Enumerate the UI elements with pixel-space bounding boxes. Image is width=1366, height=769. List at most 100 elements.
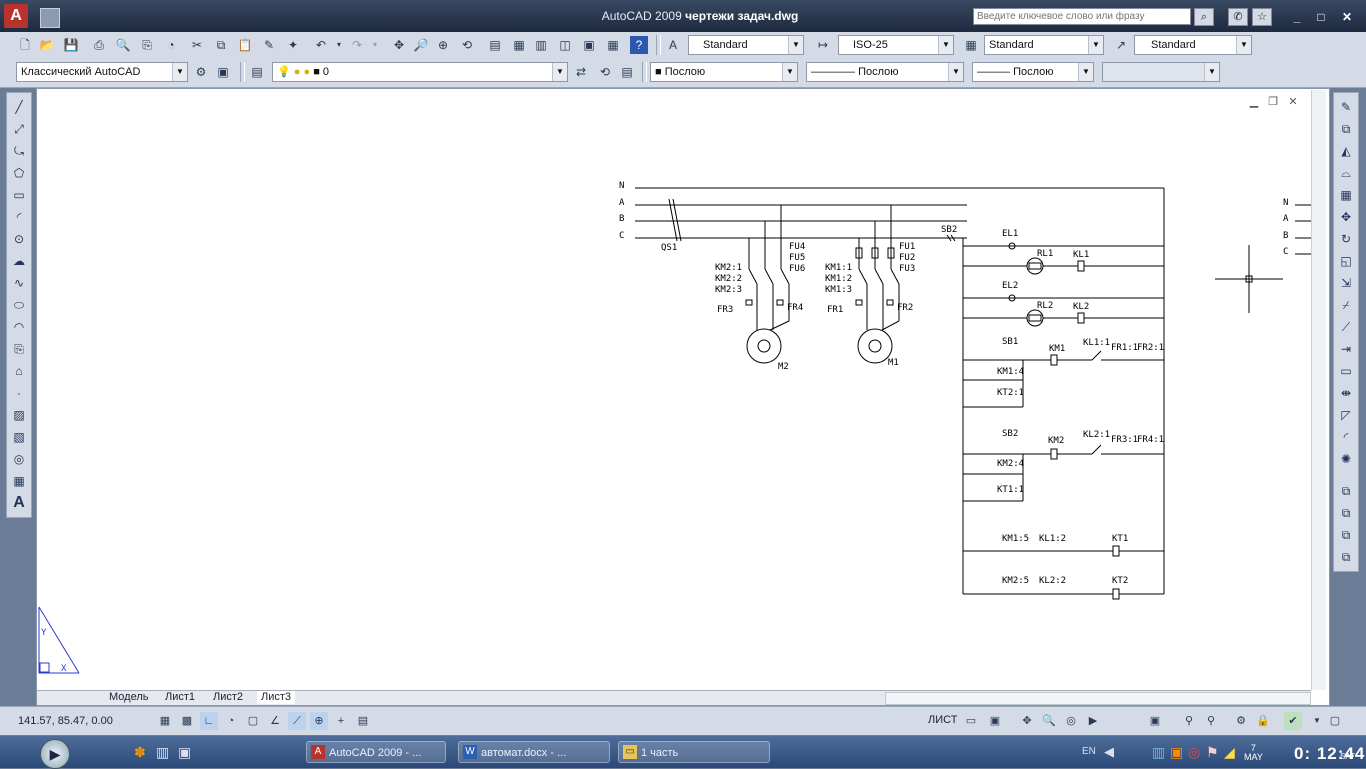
send-to-back-icon[interactable]: ⧉ [1341, 528, 1351, 542]
save-icon[interactable]: 💾 [63, 38, 79, 52]
tray-app-icon[interactable]: ◎ [1188, 744, 1201, 760]
multiline-text-icon[interactable]: A [13, 494, 25, 511]
tab-sheet2[interactable]: Лист2 [213, 691, 244, 703]
new-file-icon[interactable]: 🗋 [20, 38, 30, 52]
stretch-icon[interactable]: ⇲ [1340, 276, 1352, 290]
sheet-set-icon[interactable]: ◫ [559, 38, 571, 52]
help-search-input[interactable] [973, 8, 1191, 25]
design-center-icon[interactable]: ▦ [513, 38, 525, 52]
start-button[interactable]: ▶ [40, 739, 70, 769]
polyline-icon[interactable]: ⤿ [14, 144, 24, 158]
zoom-realtime-icon[interactable]: 🔎 [413, 38, 429, 52]
point-icon[interactable]: · [17, 386, 21, 400]
scale-icon[interactable]: ◱ [1340, 254, 1352, 268]
tray-app-icon[interactable]: ▥ [1152, 744, 1166, 760]
chamfer-icon[interactable]: ◸ [1341, 408, 1351, 422]
dyn-icon[interactable]: ⊕ [310, 712, 328, 730]
ortho-icon[interactable]: ∟ [200, 712, 218, 730]
markup-icon[interactable]: ▣ [583, 38, 595, 52]
toolbar-lock-icon[interactable]: 🔒 [1256, 715, 1270, 727]
workspace-toolbar-icon[interactable]: ▣ [217, 65, 229, 79]
bring-above-icon[interactable]: ⧉ [1341, 550, 1351, 564]
vertical-scrollbar[interactable] [1311, 90, 1326, 690]
lineweight-select[interactable]: ——— Послою▼ [972, 62, 1094, 82]
tab-model[interactable]: Модель [109, 691, 149, 703]
quick-launch-icon[interactable]: ▥ [156, 744, 170, 760]
drawing-close-icon[interactable]: ✕ [1288, 96, 1298, 108]
close-button[interactable]: ✕ [1341, 10, 1353, 24]
polygon-icon[interactable]: ⬠ [13, 166, 25, 180]
linetype-select[interactable]: ———— Послою▼ [806, 62, 964, 82]
offset-icon[interactable]: ⌓ [1341, 166, 1351, 180]
horizontal-scrollbar[interactable] [885, 692, 1311, 705]
ducs-icon[interactable]: ⟋ [288, 712, 306, 730]
gradient-icon[interactable]: ▧ [13, 430, 25, 444]
quick-view-layouts-icon[interactable]: ▭ [965, 715, 977, 727]
copy-icon[interactable]: ⧉ [216, 38, 226, 52]
explode-icon[interactable]: ✺ [1340, 452, 1352, 466]
array-icon[interactable]: ▦ [1340, 188, 1352, 202]
clock[interactable]: 0: 12:44 [1294, 744, 1366, 763]
spline-icon[interactable]: ∿ [13, 276, 25, 290]
language-indicator[interactable]: EN [1082, 746, 1096, 757]
rectangle-icon[interactable]: ▭ [13, 188, 25, 202]
maximize-button[interactable]: □ [1317, 10, 1325, 24]
polar-icon[interactable]: ◔ [227, 715, 235, 727]
3d-dwf-icon[interactable]: ◔ [167, 38, 175, 52]
tray-signal-icon[interactable]: ◢ [1224, 744, 1235, 760]
workspace-switching-icon[interactable]: ⚙ [1236, 715, 1246, 727]
layer-previous-icon[interactable]: ⟲ [599, 65, 611, 79]
quick-properties-icon[interactable]: ▤ [357, 715, 369, 727]
text-style-icon[interactable]: A [668, 38, 677, 52]
revision-cloud-icon[interactable]: ☁ [13, 254, 25, 268]
mleader-style-select[interactable]: Standard▼ [1134, 35, 1252, 55]
tab-sheet1[interactable]: Лист1 [165, 691, 196, 703]
hatch-icon[interactable]: ▨ [13, 408, 25, 422]
publish-icon[interactable]: ⎘ [142, 38, 152, 52]
status-tray-icon[interactable]: ✔ [1284, 712, 1302, 730]
zoom-window-icon[interactable]: ⊕ [437, 38, 449, 52]
block-editor-icon[interactable]: ✦ [287, 38, 299, 52]
break-at-point-icon[interactable]: ⇥ [1340, 342, 1352, 356]
color-select[interactable]: ■ Послою▼ [650, 62, 798, 82]
make-block-icon[interactable]: ⌂ [15, 364, 23, 378]
grid-icon[interactable]: ▩ [181, 715, 193, 727]
coordinates-readout[interactable]: 141.57, 85.47, 0.00 [18, 715, 113, 727]
calculator-icon[interactable]: ▦ [607, 38, 619, 52]
insert-block-icon[interactable]: ⎘ [14, 342, 24, 356]
layer-states-icon[interactable]: ▤ [621, 65, 633, 79]
break-icon[interactable]: ▭ [1340, 364, 1352, 378]
region-icon[interactable]: ◎ [13, 452, 25, 466]
bring-to-front-icon[interactable]: ⧉ [1341, 506, 1351, 520]
annotation-visibility-icon[interactable]: ⚲ [1206, 715, 1216, 727]
draw-order-icon[interactable]: ⧉ [1341, 484, 1351, 498]
quick-launch-icon[interactable]: ✽ [134, 744, 146, 760]
layer-select[interactable]: 💡 ● ● ■ 0 ▼ [272, 62, 568, 82]
drawing-area[interactable]: N A B C QS1 FU4 FU5 FU6 FU1 FU2 FU3 KM2:… [36, 88, 1330, 706]
sheet-model-toggle[interactable]: ЛИСТ [928, 714, 958, 726]
tray-arrow-icon[interactable]: ◀ [1104, 744, 1114, 759]
workspace-settings-icon[interactable]: ⚙ [195, 65, 207, 79]
otrack-icon[interactable]: ∠ [270, 715, 280, 727]
erase-icon[interactable]: ✎ [1340, 100, 1352, 114]
status-menu-icon[interactable]: ▼ [1313, 716, 1321, 725]
tab-sheet3[interactable]: Лист3 [257, 691, 296, 704]
trim-icon[interactable]: ⌿ [1342, 298, 1350, 312]
quick-launch-icon[interactable]: ▣ [178, 744, 192, 760]
table-style-icon[interactable]: ▦ [965, 38, 977, 52]
text-style-select[interactable]: Standard▼ [688, 35, 804, 55]
match-properties-icon[interactable]: ✎ [263, 38, 275, 52]
plot-style-select[interactable]: ▼ [1102, 62, 1220, 82]
make-current-layer-icon[interactable]: ⇄ [575, 65, 587, 79]
rotate-icon[interactable]: ↻ [1340, 232, 1352, 246]
tool-palettes-icon[interactable]: ▥ [535, 38, 547, 52]
arc-icon[interactable]: ◜ [16, 210, 22, 224]
showmotion-icon[interactable]: ▶ [1088, 715, 1098, 727]
layer-properties-icon[interactable]: ▤ [251, 65, 263, 79]
open-file-icon[interactable]: 📂 [39, 38, 55, 52]
print-preview-icon[interactable]: 🔍 [115, 38, 131, 52]
undo-icon[interactable]: ↶ [315, 38, 327, 52]
